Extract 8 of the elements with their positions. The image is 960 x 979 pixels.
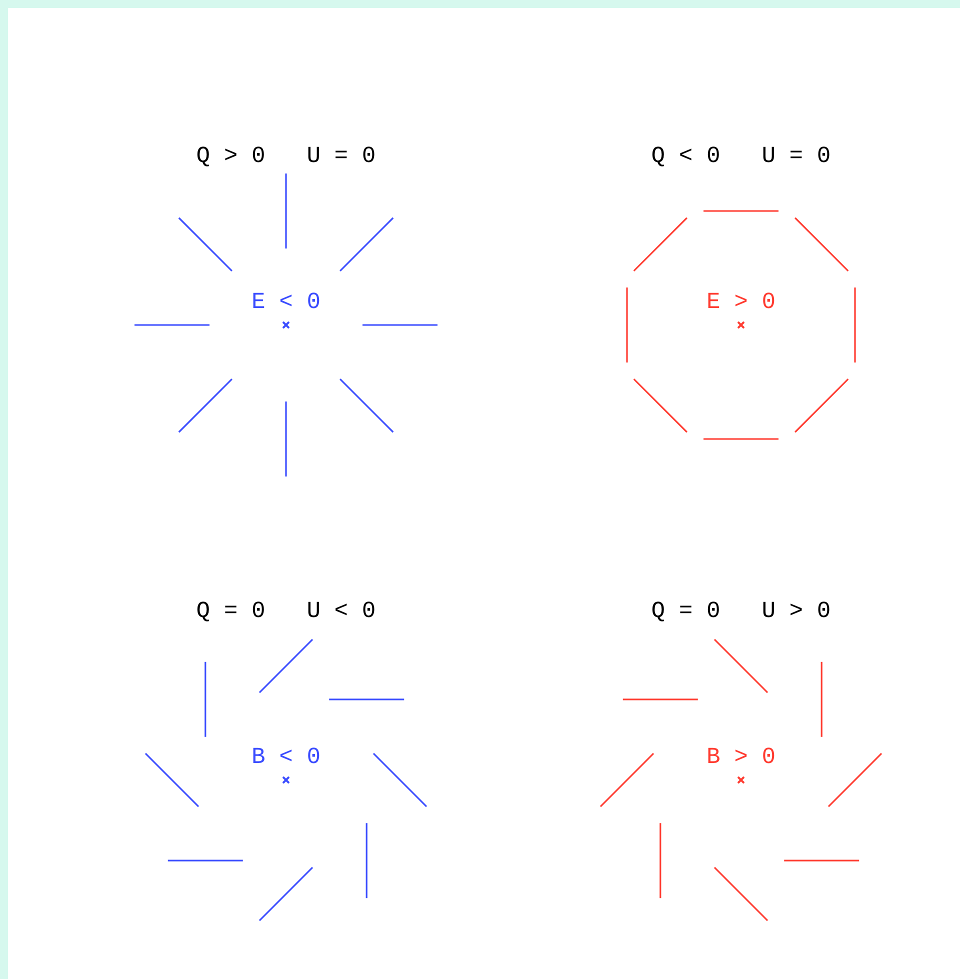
panel-title: Q > 0 U = 0 (196, 143, 376, 169)
mode-label: E < 0 (252, 289, 320, 315)
panel-title: Q < 0 U = 0 (651, 143, 831, 169)
mode-label: B > 0 (706, 744, 776, 770)
panel-title: Q = 0 U < 0 (196, 598, 376, 624)
panel-title: Q = 0 U > 0 (651, 598, 831, 624)
mode-label: E > 0 (706, 289, 776, 315)
mode-label: B < 0 (252, 744, 320, 770)
